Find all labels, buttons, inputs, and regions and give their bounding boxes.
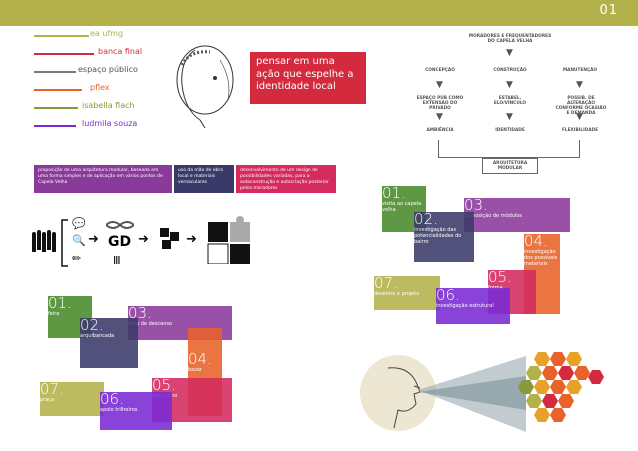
crowd-icon <box>52 232 56 252</box>
right-block-2-text: investigação das potencialidades do bair… <box>414 227 462 245</box>
column-icon: Ⅲ <box>113 254 121 267</box>
fish-bone-1 <box>34 35 89 37</box>
pencil-icon: ✏ <box>72 252 82 265</box>
right-block-6-text: investigação estrutural <box>436 303 494 309</box>
flowchart-col3: MANUTENÇÃO <box>562 68 598 73</box>
left-block-7: 07. praça <box>40 382 104 416</box>
left-block-1-text: feira <box>48 311 60 317</box>
speech-bubble: pensar em uma ação que espelhe a identid… <box>250 52 366 104</box>
right-block-4-num: 04. <box>524 232 548 250</box>
bracket-icon <box>61 219 68 267</box>
fish-label-2: banca final <box>98 47 143 56</box>
right-block-1-text: visita ao capela velha <box>382 201 422 213</box>
crowd-icon <box>47 230 51 250</box>
fish-label-5: isabella flach <box>82 101 135 110</box>
head-vision-illustration <box>358 348 608 438</box>
left-block-5-num: 05. <box>152 376 176 394</box>
fish-bone-6 <box>34 125 76 127</box>
arrow-down-icon: ▼ <box>576 112 583 122</box>
left-block-7-text: praça <box>40 397 55 403</box>
fish-label-3: espaço público <box>78 65 138 74</box>
flowchart-col2b: ESTABEL. ELO/VÍNCULO <box>493 96 527 106</box>
arrow-down-icon: ▼ <box>436 112 443 122</box>
flowchart-col2c: IDENTIDADE <box>495 128 525 133</box>
fish-bone-4 <box>34 89 82 91</box>
dna-icon <box>105 216 135 235</box>
fish-bone-2 <box>34 53 94 55</box>
fish-label-6: ludmila souza <box>82 119 138 128</box>
flowchart-col1c: AMBIÊNCIA <box>426 128 454 133</box>
left-block-2-text: arquibancada <box>80 333 115 339</box>
arrow-down-icon: ▼ <box>506 112 513 122</box>
cubes-icon <box>158 226 182 256</box>
strip-2: uso da mão de obra local e materiais ver… <box>174 165 234 193</box>
flowchart-col3c: FLEXIBILIDADE <box>561 128 599 133</box>
left-block-6-text: apoio trilheiros <box>100 407 138 413</box>
right-block-7: 07. desenho e projeto <box>374 276 440 310</box>
fish-label-4: pflex <box>90 83 110 92</box>
right-block-3-text: proposição de módulos <box>464 213 523 219</box>
crowd-icon <box>37 230 41 250</box>
right-block-3: 03. proposição de módulos <box>464 198 570 232</box>
right-block-7-text: desenho e projeto <box>374 291 420 297</box>
arrow-right-icon: ➜ <box>88 232 99 247</box>
left-block-3-num: 03. <box>128 304 152 322</box>
icon-row: 💬 🔍 ✏ ➜ GD Ⅲ ➜ ➜ <box>30 212 270 272</box>
strip-1: proposição de uma arquitetura modular, b… <box>34 165 172 193</box>
right-block-3-num: 03. <box>464 196 488 214</box>
left-block-4-num: 04. <box>188 350 212 368</box>
crowd-icon <box>32 232 36 252</box>
hexagon-cluster <box>516 350 606 424</box>
puzzle-icon <box>206 214 254 268</box>
arrow-right-icon: ➜ <box>186 232 197 247</box>
header-bar <box>0 0 638 26</box>
fishbone-legend: ea ufmg banca final espaço público pflex… <box>34 26 154 136</box>
arrow-down-icon: ▼ <box>506 48 513 58</box>
left-block-4-text: bazar <box>188 367 202 373</box>
flowchart-col2: CONSTRUÇÃO <box>493 68 527 73</box>
strip-3: desenvolvimento de um design de possibil… <box>236 165 336 193</box>
head-sketch-icon <box>160 40 250 130</box>
magnifier-icon: 🔍 <box>72 234 86 247</box>
left-block-6: 06. apoio trilheiros <box>100 392 172 430</box>
flowchart-col1: CONCEPÇÃO <box>425 68 455 73</box>
arrow-down-icon: ▼ <box>506 80 513 90</box>
crowd-icon <box>42 232 46 252</box>
right-block-7-num: 07. <box>374 274 398 292</box>
chain-icon: GD <box>108 234 132 250</box>
flowchart-col3b: POSSIB. DE ALTERAÇÃO CONFORME OCASIÃO E … <box>555 96 607 116</box>
bracket-box <box>438 140 580 158</box>
right-block-1-num: 01. <box>382 184 406 202</box>
left-block-7-num: 07. <box>40 380 64 398</box>
flowchart-bottom: ARQUITETURA MODULAR <box>482 158 538 174</box>
right-block-6: 06. investigação estrutural <box>436 288 510 324</box>
right-block-4: 04. investigação dos possíveis materiais <box>524 234 560 314</box>
page-number: 01 <box>599 3 618 18</box>
left-block-3-text: área de descanso <box>128 321 173 327</box>
speech-icon: 💬 <box>72 217 86 230</box>
arrow-down-icon: ▼ <box>576 80 583 90</box>
left-block-2-num: 02. <box>80 316 104 334</box>
fish-bone-3 <box>34 71 76 73</box>
flowchart-col1b: ESPAÇO PÚB COMO EXTENSÃO DO PRIVADO <box>416 96 464 111</box>
left-block-2: 02. arquibancada <box>80 318 138 368</box>
left-block-6-num: 06. <box>100 390 124 408</box>
fish-bone-5 <box>34 107 78 109</box>
arrow-right-icon: ➜ <box>138 232 149 247</box>
right-block-2: 02. investigação das potencialidades do … <box>414 212 474 262</box>
right-block-6-num: 06. <box>436 286 460 304</box>
right-block-2-num: 02. <box>414 210 438 228</box>
fish-label-1: ea ufmg <box>90 29 124 38</box>
right-block-5-num: 05. <box>488 268 512 286</box>
flowchart-top: MORADORES E FREQUENTADORES DO CAPELA VEL… <box>468 34 552 44</box>
flowchart: MORADORES E FREQUENTADORES DO CAPELA VEL… <box>410 30 610 180</box>
left-block-1-num: 01. <box>48 294 72 312</box>
arrow-down-icon: ▼ <box>436 80 443 90</box>
right-block-4-text: investigação dos possíveis materiais <box>524 249 558 267</box>
